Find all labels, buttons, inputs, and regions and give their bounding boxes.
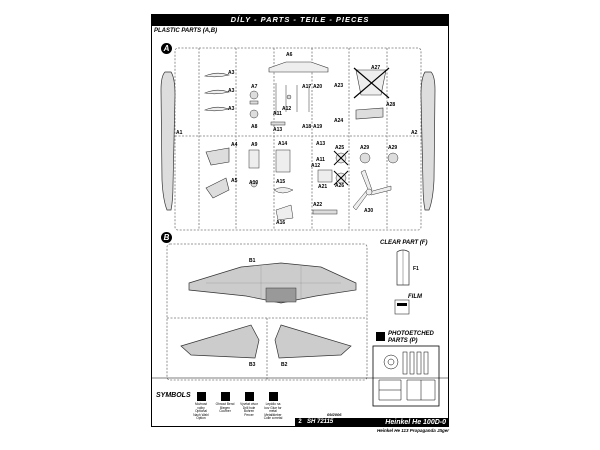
plastic-parts-title: PLASTIC PARTS (A,B): [154, 28, 218, 34]
label-a21: A21: [318, 184, 328, 190]
part-a10: [250, 180, 258, 188]
label-a23: A23: [334, 83, 344, 89]
part-a22: [312, 209, 338, 215]
photoetched-marker: [376, 332, 385, 341]
label-a20: A20: [313, 84, 323, 90]
label-a22: A22: [313, 202, 323, 208]
glue-icon: [269, 392, 278, 401]
label-a4: A4: [231, 142, 238, 148]
small-parts: [249, 83, 310, 126]
label-a28: A28: [386, 102, 396, 108]
label-a3-2: A3: [228, 88, 235, 94]
label-a29-1: A29: [360, 145, 370, 151]
part-a14: [275, 149, 291, 173]
label-a3-1: A3: [228, 70, 235, 76]
fuselage-left-a1: [160, 71, 176, 211]
label-a2: A2: [411, 130, 418, 136]
film-title: FILM: [408, 294, 422, 300]
footer-date: 09/2006: [327, 412, 342, 417]
symbols-title: SYMBOLS: [156, 392, 191, 399]
sprue-b-marker: B: [161, 232, 172, 243]
instruction-page: DÍLY - PARTS - TEILE - PIECES: [151, 0, 450, 450]
label-a1: A1: [176, 130, 183, 136]
part-a27: [353, 67, 390, 99]
label-a30: A30: [364, 208, 374, 214]
photoetched-fret: [372, 345, 440, 407]
label-b3: B3: [249, 362, 256, 368]
photoetched-title: PHOTOETCHED PARTS (P): [388, 331, 434, 344]
sprue-a-marker: A: [161, 43, 172, 54]
label-a10: A10: [249, 180, 259, 186]
label-a14: A14: [278, 141, 288, 147]
part-a29-right: [387, 152, 399, 164]
part-a6: [268, 61, 329, 73]
bend-icon: [221, 392, 230, 401]
part-a4: [205, 147, 230, 166]
propeller-blades: [203, 72, 231, 112]
label-f1: F1: [413, 266, 419, 272]
label-a29-2: A29: [388, 145, 398, 151]
sprue-b-frame: [166, 243, 368, 381]
symbol-drill-text: Vyvrtat otvor Drill hole Bohren Percer: [240, 402, 258, 417]
drill-icon: [245, 392, 254, 401]
part-a9: [248, 149, 260, 169]
label-a19: A19: [313, 124, 323, 130]
part-a21: [317, 169, 333, 183]
label-a26: A26: [335, 183, 345, 189]
label-a27: A27: [371, 65, 381, 71]
label-a25: A25: [335, 145, 345, 151]
label-a6: A6: [286, 52, 293, 58]
question-icon: [197, 392, 206, 401]
wing-b1-panel-lines: [206, 266, 341, 298]
parts-a25-a26: [333, 150, 349, 186]
label-a11: A11: [273, 111, 282, 117]
symbol-bend-text: Ohnout Bend Biegen Courber: [215, 402, 235, 414]
label-a12: A12: [282, 106, 292, 112]
part-a29-left: [359, 152, 371, 164]
symbol-optional-text: Možnost volby Optional Nach Wahl Option: [193, 402, 209, 421]
label-a13: A13: [273, 127, 283, 133]
label-a16: A16: [276, 220, 286, 226]
kit-title: Heinkel He 100D-0: [352, 418, 449, 427]
label-a18: A18: [302, 124, 312, 130]
film-sheet: [394, 299, 410, 315]
kit-subtitle: Heinkel He 113 Propaganda Jäger: [377, 428, 449, 433]
label-a9: A9: [251, 142, 258, 148]
page-header: DÍLY - PARTS - TEILE - PIECES: [151, 14, 449, 26]
wing-half-b3: [180, 324, 260, 359]
part-a15: [273, 187, 294, 194]
page-number: 2: [295, 418, 305, 427]
kit-code: SH 72115: [305, 418, 352, 427]
label-a3-3: A3: [228, 106, 235, 112]
label-a15: A15: [276, 179, 286, 185]
wing-cockpit-recess: [265, 287, 297, 303]
label-a11-b: A11: [316, 157, 325, 163]
label-a13-b: A13: [316, 141, 326, 147]
fuselage-right-a2: [420, 71, 436, 211]
label-a17: A17: [302, 84, 312, 90]
label-a12-b: A12: [311, 163, 321, 169]
part-a5: [205, 177, 230, 199]
part-a16: [275, 204, 294, 221]
part-a28: [355, 107, 384, 120]
label-b1: B1: [249, 258, 256, 264]
label-a24: A24: [334, 118, 344, 124]
label-a5: A5: [231, 178, 238, 184]
wing-half-b2: [274, 324, 352, 359]
label-a7: A7: [251, 84, 258, 90]
parts-drawing: [151, 47, 449, 407]
clear-part-title: CLEAR PART (F): [380, 240, 428, 246]
propeller-a30: [352, 169, 392, 211]
sprue-a-frame: [174, 47, 422, 231]
symbol-glue-text: Lepidlo na kov Glue for metal Metallkleb…: [263, 402, 283, 421]
photoetched-parts: [378, 351, 436, 401]
label-a8: A8: [251, 124, 258, 130]
label-b2: B2: [281, 362, 288, 368]
